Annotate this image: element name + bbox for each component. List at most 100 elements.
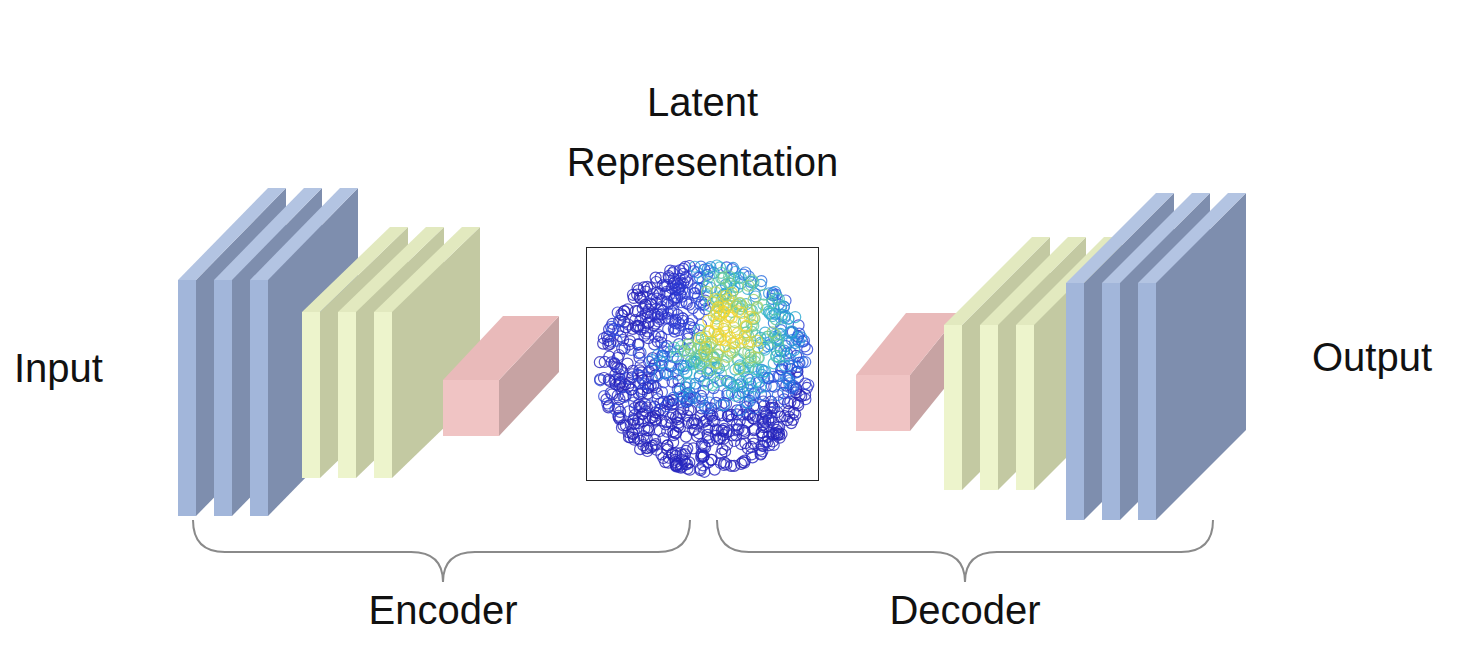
latent-point [770,314,781,325]
latent-point [718,400,729,411]
latent-point [656,449,667,460]
latent-point [747,452,758,463]
latent-point [716,400,727,411]
latent-point [718,272,729,283]
latent-point [709,464,720,475]
latent-point [668,430,679,441]
latent-point [696,452,707,463]
latent-point [629,418,640,429]
layer-stack [178,188,1246,520]
latent-point [698,460,709,471]
latent-point [688,425,699,436]
latent-point [790,312,801,323]
latent-point [662,426,673,437]
latent-point [661,368,672,379]
slab-front [944,325,962,490]
latent-point [695,359,706,370]
latent-point [599,391,610,402]
latent-point [668,298,679,309]
slab-top [374,227,480,312]
slab-front [980,325,998,490]
encoder-label: Encoder [369,586,518,634]
latent-point [786,418,797,429]
latent-point [694,397,705,408]
latent-point [770,329,781,340]
slab-front [443,380,499,436]
decoder-brace [717,520,1213,582]
heading-text: Latent Representation [536,72,869,192]
latent-point [756,440,767,451]
latent-point [648,289,659,300]
slab-front [1016,325,1034,490]
latent-point [699,440,710,451]
latent-point [739,334,750,345]
latent-point [768,429,779,440]
latent-point [614,369,625,380]
latent-point [800,394,811,405]
latent-box: Latent Representation [586,72,819,481]
latent-point [640,308,651,319]
latent-point [695,333,706,344]
latent-point [702,429,713,440]
latent-point [732,328,743,339]
latent-point [736,458,747,469]
latent-point [682,459,693,470]
latent-point [782,373,793,384]
latent-point [730,390,741,401]
latent-point [726,312,737,323]
layer-slab [250,188,358,516]
latent-point [609,358,620,369]
latent-point [639,423,650,434]
latent-point [777,378,788,389]
latent-point [613,316,624,327]
latent-point [700,415,711,426]
latent-point [743,280,754,291]
latent-frame [586,247,819,481]
latent-point [613,350,624,361]
latent-point [767,327,778,338]
slab-side [268,188,358,516]
latent-point [757,427,768,438]
latent-point [725,379,736,390]
latent-point [749,402,760,413]
latent-point [666,418,677,429]
latent-point [674,386,685,397]
latent-point [652,312,663,323]
latent-point [633,370,644,381]
decoder-label: Decoder [889,586,1040,634]
slab-front [856,375,910,431]
slab-front [1066,283,1084,520]
slab-front [302,312,320,478]
latent-point [675,408,686,419]
latent-point [607,325,618,336]
latent-point [784,411,795,422]
output-label: Output [1312,333,1432,381]
latent-point [771,351,782,362]
layer-slab [443,316,559,436]
latent-point [635,360,646,371]
latent-point [624,406,635,417]
slab-top [250,188,358,280]
latent-point [722,351,733,362]
latent-point [671,461,682,472]
latent-point [635,347,646,358]
slab-front [214,280,232,516]
input-label: Input [14,344,103,392]
latent-point [715,457,726,468]
latent-point [731,430,742,441]
latent-point [711,319,722,330]
latent-point [733,424,744,435]
slab-front [1138,283,1156,520]
latent-point [772,390,783,401]
latent-point [612,390,623,401]
latent-point [681,367,692,378]
latent-point [796,332,807,343]
latent-point [662,280,673,291]
latent-point [682,443,693,454]
latent-point [675,320,686,331]
latent-point [689,261,700,272]
latent-point [627,289,638,300]
latent-point [605,387,616,398]
layer-slab [1138,193,1246,520]
latent-point [735,298,746,309]
